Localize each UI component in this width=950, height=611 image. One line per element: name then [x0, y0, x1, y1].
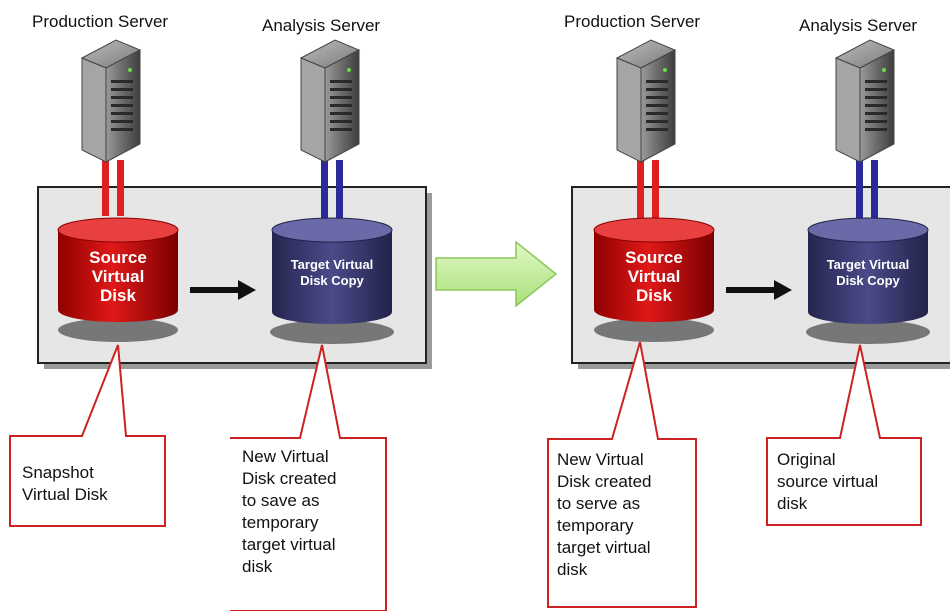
right-copy-arrow [726, 280, 792, 300]
left-production-server-icon [80, 39, 142, 163]
right-source-callout-text: New Virtual Disk created to serve as tem… [557, 450, 652, 579]
left-source-callout-text: Snapshot Virtual Disk [22, 463, 108, 504]
left-target-disk-label: Target Virtual Disk Copy [290, 257, 374, 288]
left-source-disk-label: Source Virtual Disk [89, 248, 147, 305]
left-target-disk-shadow [270, 320, 394, 344]
left-source-callout [9, 344, 166, 527]
left-target-callout-text: New Virtual Disk created to save as temp… [242, 447, 337, 576]
right-production-server-label: Production Server [564, 12, 701, 31]
right-target-callout-text: Original source virtual disk [777, 450, 879, 513]
right-production-connection [637, 160, 659, 218]
right-target-disk-shadow [806, 320, 930, 344]
right-production-server-icon [615, 39, 677, 163]
right-analysis-server-icon [834, 39, 896, 163]
transition-arrow-icon [435, 240, 558, 308]
right-analysis-server-label: Analysis Server [799, 16, 918, 35]
right-source-disk-icon [593, 217, 715, 322]
right-analysis-connection [856, 160, 878, 220]
left-production-connection [102, 160, 124, 216]
left-source-disk-shadow [58, 318, 178, 342]
left-target-callout [230, 344, 387, 611]
right-source-disk-shadow [594, 318, 714, 342]
left-analysis-connection [321, 160, 343, 220]
right-target-callout [766, 344, 922, 526]
left-analysis-server-icon [299, 39, 361, 163]
right-source-callout [547, 341, 697, 608]
left-production-server-label: Production Server [32, 12, 169, 31]
left-copy-arrow [190, 280, 256, 300]
left-source-disk-icon [57, 217, 179, 322]
left-analysis-server-label: Analysis Server [262, 16, 381, 35]
right-target-disk-label: Target Virtual Disk Copy [826, 257, 910, 288]
left-target-disk-icon [271, 217, 393, 324]
right-source-disk-label: Source Virtual Disk [625, 248, 683, 305]
right-target-disk-icon [807, 217, 929, 324]
